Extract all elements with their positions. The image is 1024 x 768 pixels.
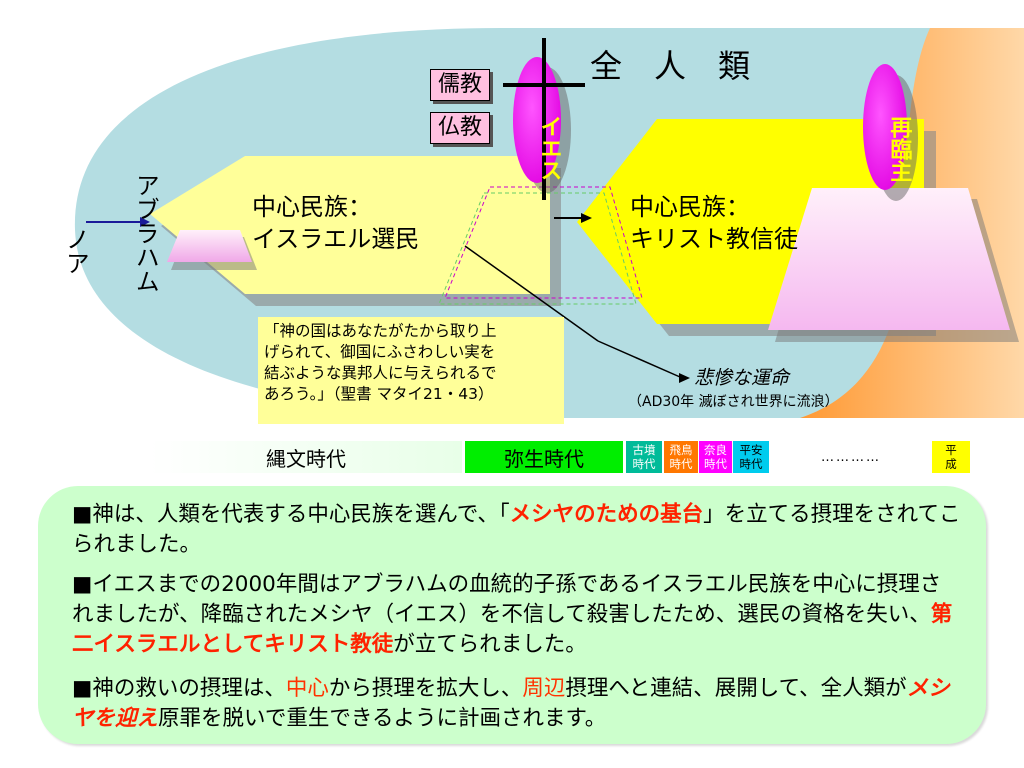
quote-line: 結ぶような異邦人に与えられるで: [264, 364, 497, 382]
abraham-label: アブラハム: [115, 144, 159, 300]
p3-highlight-3: メシヤを迎え: [72, 676, 950, 731]
fate-arrow-head: [679, 373, 690, 383]
p3-text-d: 原罪を脱いで重生できるように計画されます。: [158, 706, 607, 731]
small-pink-trapezoid: [167, 230, 252, 262]
large-pink-trapezoid: [768, 188, 1010, 330]
p2-text-a: ■イエスまでの2000年間はアブラハムの血統的子孫であるイスラエル民族を中心に摂…: [72, 572, 942, 627]
dashed-trapezoid: [444, 186, 643, 299]
p3-highlight-1: 中心: [285, 676, 329, 701]
p1-text-a: ■神は、人類を代表する中心民族を選んで、「: [72, 502, 510, 527]
era-dots: …………: [821, 449, 881, 465]
era-heian: 平安 時代: [733, 441, 769, 473]
explanation-box: [38, 486, 986, 744]
noah-text: ノア: [61, 227, 90, 275]
israel-title: 中心民族：: [252, 193, 372, 221]
second-coming-ellipse: [863, 64, 907, 190]
paragraph-1: ■神は、人類を代表する中心民族を選んで、「メシヤのための基台」を立てる摂理をされ…: [72, 500, 962, 560]
jesus-label: イエス: [522, 92, 561, 186]
jesus-text: イエス: [536, 115, 562, 181]
jesus-ellipse: [513, 57, 561, 183]
era-jomon: 縄文時代: [150, 441, 462, 473]
second-coming-text: 再臨主: [886, 116, 912, 182]
israel-name: イスラエル選民: [252, 225, 420, 253]
era-heisei-1: 平: [945, 443, 957, 457]
p1-highlight: メシヤのための基台: [509, 502, 704, 527]
era-kofun-1: 古墳: [632, 443, 656, 457]
p3-text-c: 摂理へと連結、展開して、全人類が: [565, 676, 907, 701]
quote-line: 「神の国はあなたがたから取り上: [264, 322, 497, 340]
abraham-text: アブラハム: [131, 173, 160, 293]
era-heian-1: 平安: [739, 443, 763, 457]
era-nara-1: 奈良: [704, 443, 727, 457]
paragraph-2: ■イエスまでの2000年間はアブラハムの血統的子孫であるイスラエル民族を中心に摂…: [72, 570, 962, 660]
christian-title: 中心民族：: [630, 193, 750, 221]
p3-highlight-2: 周辺: [522, 676, 566, 701]
noah-arrow-head: [140, 217, 150, 227]
paragraph-3: ■神の救いの摂理は、中心から摂理を拡大し、周辺摂理へと連結、展開して、全人類がメ…: [72, 674, 962, 734]
second-coming-label: 再臨主: [870, 90, 911, 189]
confucianism-tag: 儒教: [430, 69, 490, 101]
era-nara: 奈良 時代: [699, 441, 732, 473]
all-humanity-label: 全 人 類: [590, 47, 751, 85]
era-yayoi-label: 弥生時代: [504, 446, 584, 471]
fate-line: [464, 245, 599, 342]
p2-text-b: が立てられました。: [393, 632, 587, 657]
era-heian-2: 時代: [739, 457, 763, 471]
era-heisei: 平 成: [932, 441, 970, 473]
christian-name: キリスト教信徒: [630, 225, 798, 253]
noah-label: ノア: [46, 200, 89, 281]
transfer-arrow-head: [581, 213, 592, 223]
p2-highlight: 第二イスラエルとしてキリスト教徒: [72, 602, 953, 657]
buddhism-tag: 仏教: [430, 112, 490, 144]
quote-line: あろう。」（聖書 マタイ21・43）: [264, 385, 494, 403]
p3-text-a: ■神の救いの摂理は、: [72, 676, 286, 701]
era-kofun-2: 時代: [632, 457, 656, 471]
era-heisei-2: 成: [945, 457, 957, 471]
era-asuka-1: 飛鳥: [669, 443, 693, 457]
era-kofun: 古墳 時代: [626, 441, 662, 473]
era-jomon-label: 縄文時代: [266, 446, 346, 471]
quote-line: げられて、御国にふさわしい実を: [264, 343, 496, 361]
era-asuka-2: 時代: [669, 457, 693, 471]
fate-note: （AD30年 滅ぼされ世界に流浪）: [628, 394, 839, 410]
era-asuka: 飛鳥 時代: [664, 441, 698, 473]
p1-text-b: 」を立てる摂理をされてこられました。: [72, 502, 961, 557]
p3-text-b: から摂理を拡大し、: [328, 676, 523, 701]
bible-quote: 「神の国はあなたがたから取り上 げられて、御国にふさわしい実を 結ぶような異邦人…: [258, 317, 564, 424]
era-nara-2: 時代: [704, 457, 727, 471]
fate-label: 悲惨な運命: [694, 367, 790, 389]
era-yayoi: 弥生時代: [465, 441, 623, 473]
